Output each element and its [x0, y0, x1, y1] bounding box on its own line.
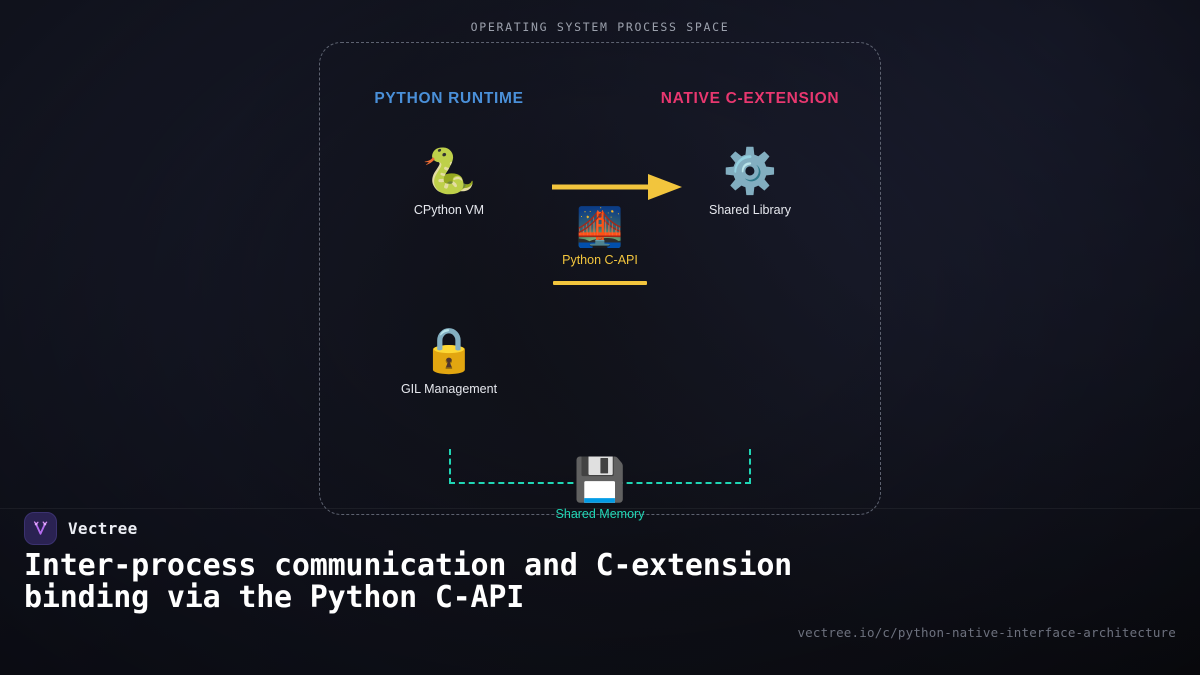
- node-label-cpython-vm: CPython VM: [413, 203, 485, 217]
- node-label-gil-management: GIL Management: [400, 382, 498, 396]
- node-label-python-c-api: Python C-API: [562, 253, 638, 267]
- c-api-bridge-bar: [553, 281, 647, 285]
- node-python-c-api[interactable]: 🌉 Python C-API: [500, 204, 700, 267]
- node-cpython-vm[interactable]: 🐍 CPython VM: [349, 146, 549, 217]
- page-title: Inter-process communication and C-extens…: [24, 548, 793, 615]
- footer-divider: [0, 508, 1200, 509]
- snake-icon: 🐍: [421, 146, 477, 197]
- brand: Vectree: [24, 512, 138, 545]
- node-label-shared-library: Shared Library: [709, 203, 791, 217]
- node-shared-library[interactable]: ⚙️ Shared Library: [650, 146, 850, 217]
- vectree-logo-glyph: [33, 521, 48, 535]
- process-space-container: [319, 42, 881, 515]
- floppy-disk-icon: 💾: [573, 455, 627, 504]
- node-label-shared-memory: Shared Memory: [555, 507, 645, 521]
- source-url: vectree.io/c/python-native-interface-arc…: [797, 625, 1176, 640]
- gear-icon: ⚙️: [722, 146, 778, 197]
- brand-name: Vectree: [68, 519, 138, 538]
- os-process-space-caption: OPERATING SYSTEM PROCESS SPACE: [470, 20, 730, 34]
- column-title-native-c-extension: NATIVE C-EXTENSION: [660, 90, 840, 107]
- vectree-v-tree-logo-icon: [24, 512, 57, 545]
- runtime-to-extension-arrow-icon: [552, 174, 682, 200]
- shared-memory-bus: [449, 449, 751, 484]
- node-gil-management[interactable]: 🔒 GIL Management: [349, 325, 549, 396]
- column-title-python-runtime: PYTHON RUNTIME: [374, 90, 524, 107]
- node-shared-memory[interactable]: 💾 Shared Memory: [500, 455, 700, 521]
- lock-icon: 🔒: [421, 325, 477, 376]
- bridge-icon: 🌉: [576, 205, 624, 249]
